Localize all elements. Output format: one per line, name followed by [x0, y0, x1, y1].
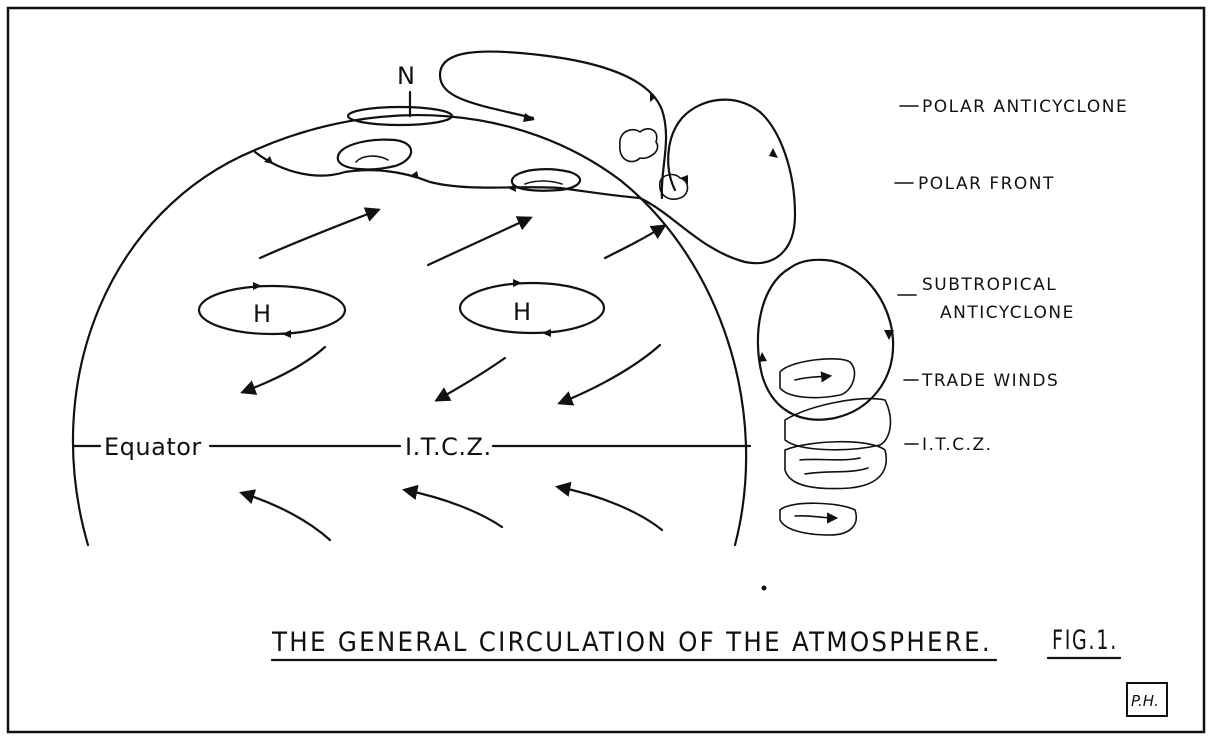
legend-polar-front: POLAR FRONT [918, 174, 1055, 194]
trade-cloud-1 [780, 359, 855, 398]
trade-cloud-1-inner [795, 376, 830, 380]
se-trade-arrow-2 [405, 490, 502, 527]
legend-subtropical-2: ANTICYCLONE [940, 303, 1075, 323]
high-label-right: H [513, 298, 532, 326]
high-cell-left [199, 286, 345, 334]
high-right-arrow-bottom [542, 329, 551, 337]
high-label-left: H [253, 300, 272, 328]
se-trade-arrow-3 [558, 487, 662, 530]
westerly-arrow-3 [605, 226, 664, 258]
legend-itcz: I.T.C.Z. [922, 435, 993, 455]
high-left-arrow-bottom [282, 330, 291, 338]
polar-front-oval-arrow-1 [769, 148, 778, 158]
legend-polar-anticyclone: POLAR ANTICYCLONE [922, 97, 1128, 117]
earth-outline [73, 115, 746, 545]
polar-front-cell-2-inner [525, 181, 562, 184]
itcz-cloud-2 [785, 442, 886, 489]
figure-title: THE GENERAL CIRCULATION OF THE ATMOSPHER… [271, 627, 992, 658]
high-right-arrow-top [513, 279, 522, 287]
itcz-cloud-3 [780, 503, 856, 535]
front-tick-3 [508, 184, 516, 192]
polar-loop [440, 52, 666, 198]
polar-front-line [255, 152, 640, 198]
westerly-arrow-2 [428, 218, 530, 265]
high-cell-right [460, 283, 604, 333]
legend-subtropical-1: SUBTROPICAL [922, 275, 1057, 295]
north-label: N [397, 62, 415, 90]
figure-label: FIG.1. [1052, 625, 1118, 656]
westerly-arrow-1 [260, 210, 378, 258]
trade-arrow-3 [560, 345, 660, 403]
legend-trade-winds: TRADE WINDS [921, 371, 1059, 391]
initials-label: P.H. [1131, 692, 1159, 710]
equator-label: Equator [104, 433, 202, 461]
scan-dot [762, 586, 767, 591]
polar-front-cell-1-inner [356, 156, 388, 162]
itcz-center-label: I.T.C.Z. [405, 433, 492, 461]
high-left-arrow-top [253, 282, 262, 290]
subtropical-oval [758, 260, 893, 420]
polar-front-cloud-1 [620, 129, 658, 162]
itcz-cloud-2-inner [800, 458, 868, 474]
trade-arrow-1 [243, 347, 325, 392]
trade-arrow-2 [437, 358, 505, 400]
itcz-cloud-3-inner [795, 516, 836, 518]
se-trade-arrow-1 [242, 493, 330, 540]
polar-loop-arrow-2 [650, 92, 656, 102]
polar-front-cell-1 [338, 140, 411, 170]
